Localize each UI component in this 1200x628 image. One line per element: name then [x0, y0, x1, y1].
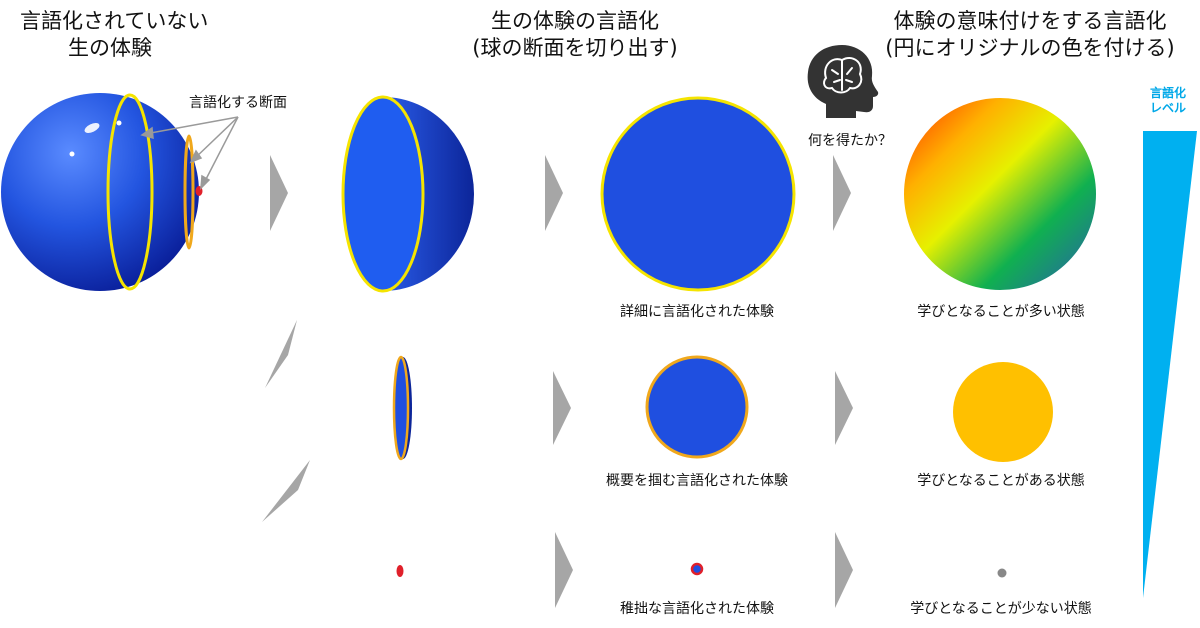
thin-section [392, 355, 412, 461]
caption-crude-verbalization: 稚拙な言語化された体験 [620, 601, 774, 617]
heading-meaning-line2: (円にオリジナルの色を付ける) [885, 36, 1175, 60]
caption-detailed-verbalization: 詳細に言語化された体験 [620, 304, 774, 320]
arrow-step2-row1 [545, 155, 563, 231]
arrow-step3-row1 [833, 155, 851, 231]
cross-section-outline-large [106, 93, 154, 291]
heading-verbal-line2: (球の断面を切り出す) [472, 36, 678, 60]
arrow-step3-row2 [835, 371, 853, 445]
heading-raw-experience: 言語化されていない 生の体験 [20, 8, 209, 62]
overview-verbalization-circle [645, 355, 749, 459]
raw-experience-sphere [1, 93, 203, 291]
heading-verbalization: 生の体験の言語化 (球の断面を切り出す) [445, 8, 705, 62]
arrow-step1-row3 [262, 460, 310, 522]
cross-section-outline-medium [183, 134, 195, 250]
detailed-verbalization-circle [600, 96, 796, 292]
half-sphere-section [341, 95, 474, 293]
tiny-section [396, 565, 404, 577]
heading-meaning: 体験の意味付けをする言語化 (円にオリジナルの色を付ける) [880, 8, 1180, 62]
crude-verbalization-circle [690, 562, 704, 576]
what-learned-label: 何を得たか？ [808, 133, 892, 149]
arrow-step1-row2 [265, 320, 297, 388]
level-wedge [1143, 131, 1197, 598]
caption-overview-verbalization: 概要を掴む言語化された体験 [606, 473, 788, 489]
arrow-step2-row3 [555, 532, 573, 608]
heading-raw-line1: 言語化されていない [20, 9, 209, 33]
heading-meaning-line1: 体験の意味付けをする言語化 [893, 9, 1167, 33]
cross-section-label: 言語化する断面 [189, 95, 287, 111]
cross-section-arrows [140, 116, 239, 190]
meaning-rich-circle [904, 98, 1096, 290]
heading-verbal-line1: 生の体験の言語化 [491, 9, 659, 33]
level-label: 言語化 レベル [1138, 86, 1198, 116]
meaning-some-circle [953, 362, 1053, 462]
cross-section-face-large [341, 95, 425, 293]
caption-meaning-rich: 学びとなることが多い状態 [917, 304, 1085, 320]
meaning-little-circle [997, 568, 1007, 578]
level-label-line1: 言語化 [1149, 86, 1186, 100]
level-label-line2: レベル [1149, 101, 1186, 115]
arrow-step2-row2 [553, 371, 571, 445]
arrow-step1-row1 [270, 155, 288, 231]
heading-raw-line2: 生の体験 [68, 36, 152, 60]
caption-meaning-little: 学びとなることが少ない状態 [910, 601, 1092, 617]
arrow-step3-row3 [835, 532, 853, 608]
brain-head-icon [807, 45, 879, 118]
caption-meaning-some: 学びとなることがある状態 [917, 473, 1085, 489]
